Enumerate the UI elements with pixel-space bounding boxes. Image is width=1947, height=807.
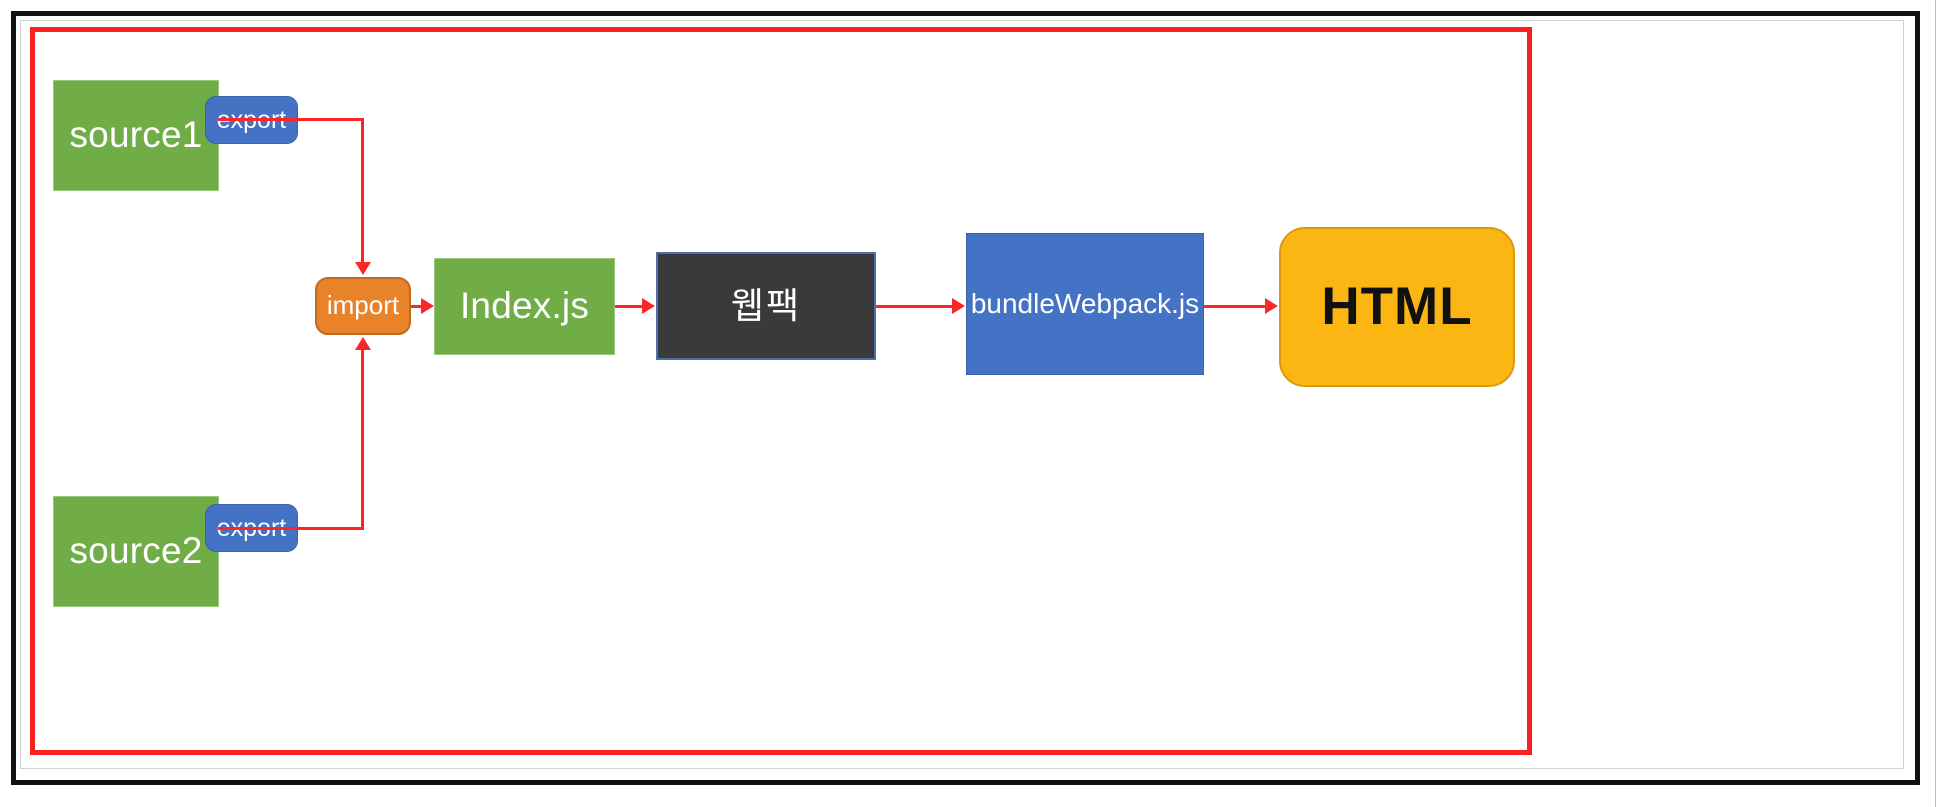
edge-export1-to-import-v (361, 118, 364, 262)
edge-bundle-to-html (1204, 305, 1269, 308)
node-webpack-label: 웹팩 (730, 285, 802, 327)
node-webpack[interactable]: 웹팩 (656, 252, 876, 360)
edge-export2-to-import-v (361, 350, 364, 529)
edge-export2-to-import-h (297, 527, 364, 530)
node-source1-label: source1 (69, 114, 203, 156)
node-source2[interactable]: source2 (53, 496, 219, 607)
edge-export1-to-import-arrowhead (355, 262, 371, 275)
edge-index-js-to-webpack-arrowhead (642, 298, 655, 314)
node-html-label: HTML (1321, 276, 1473, 336)
edge-bundle-to-html-arrowhead (1265, 298, 1278, 314)
edge-webpack-to-bundle (876, 305, 955, 308)
edge-index-js-to-webpack (615, 305, 645, 308)
edge-export2-to-import-arrowhead (355, 337, 371, 350)
outer-frame (11, 11, 1920, 785)
node-source2-label: source2 (69, 530, 203, 572)
node-import[interactable]: import (315, 277, 411, 335)
node-index-js[interactable]: Index.js (434, 258, 615, 355)
edge-export1-to-import-h (297, 118, 364, 121)
edge-webpack-to-bundle-arrowhead (952, 298, 965, 314)
edge-import-to-index-js-arrowhead (421, 298, 434, 314)
edge-source2-to-export2 (218, 527, 306, 530)
node-bundle-webpack-js[interactable]: bundleWebpack.js (966, 233, 1204, 375)
node-source1[interactable]: source1 (53, 80, 219, 191)
node-import-label: import (326, 290, 400, 321)
page-edge-rule (1935, 0, 1936, 807)
node-html[interactable]: HTML (1279, 227, 1515, 387)
outer-frame-inner-rule (20, 20, 1904, 769)
edge-import-to-index-js (411, 305, 424, 308)
edge-source1-to-export1 (218, 118, 306, 121)
node-index-js-label: Index.js (459, 285, 590, 327)
group-outline-bundling-scope (30, 27, 1532, 755)
node-bundle-webpack-js-label: bundleWebpack.js (970, 287, 1200, 319)
